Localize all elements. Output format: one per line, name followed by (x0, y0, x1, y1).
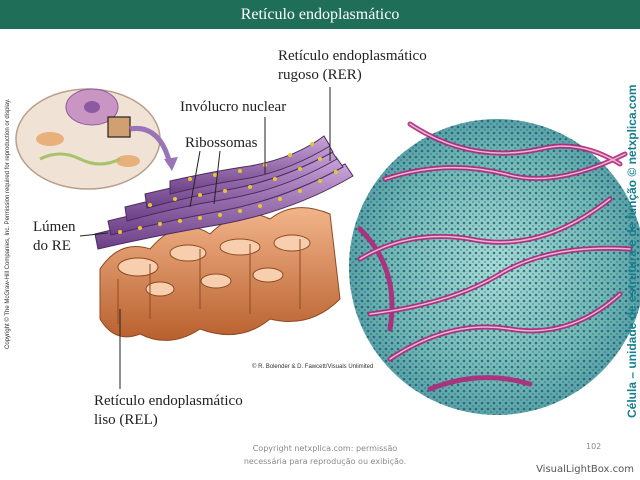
smooth-er-shape (99, 207, 341, 341)
micrograph-image (349, 119, 640, 415)
side-copyright: Copyright © The McGraw-Hill Companies, I… (5, 98, 11, 349)
watermark[interactable]: VisualLightBox.com (536, 464, 634, 475)
slide-title: Retículo endoplasmático (0, 0, 640, 29)
rough-er-shape (94, 135, 354, 250)
page-number: 102 (586, 442, 602, 451)
label-ribosomes: Ribossomas (185, 135, 258, 151)
label-ser: Retículo endoplasmático liso (REL) (94, 393, 243, 428)
label-lumen: Lúmen do RE (33, 219, 76, 254)
label-nuclear-envelope: Invólucro nuclear (180, 99, 287, 115)
leader-lines (79, 87, 331, 389)
image-credit: © R. Bolender & D. Fawcett/Visuals Unlim… (252, 364, 374, 370)
er-illustration (15, 87, 640, 415)
label-rer: Retículo endoplasmático rugoso (RER) (278, 48, 427, 83)
cell-inset-icon (15, 88, 178, 190)
side-brand: Célula – unidade de estrutura e de funçã… (625, 84, 639, 418)
footer-copyright: Copyright netxplica.com: permissão neces… (243, 444, 407, 466)
